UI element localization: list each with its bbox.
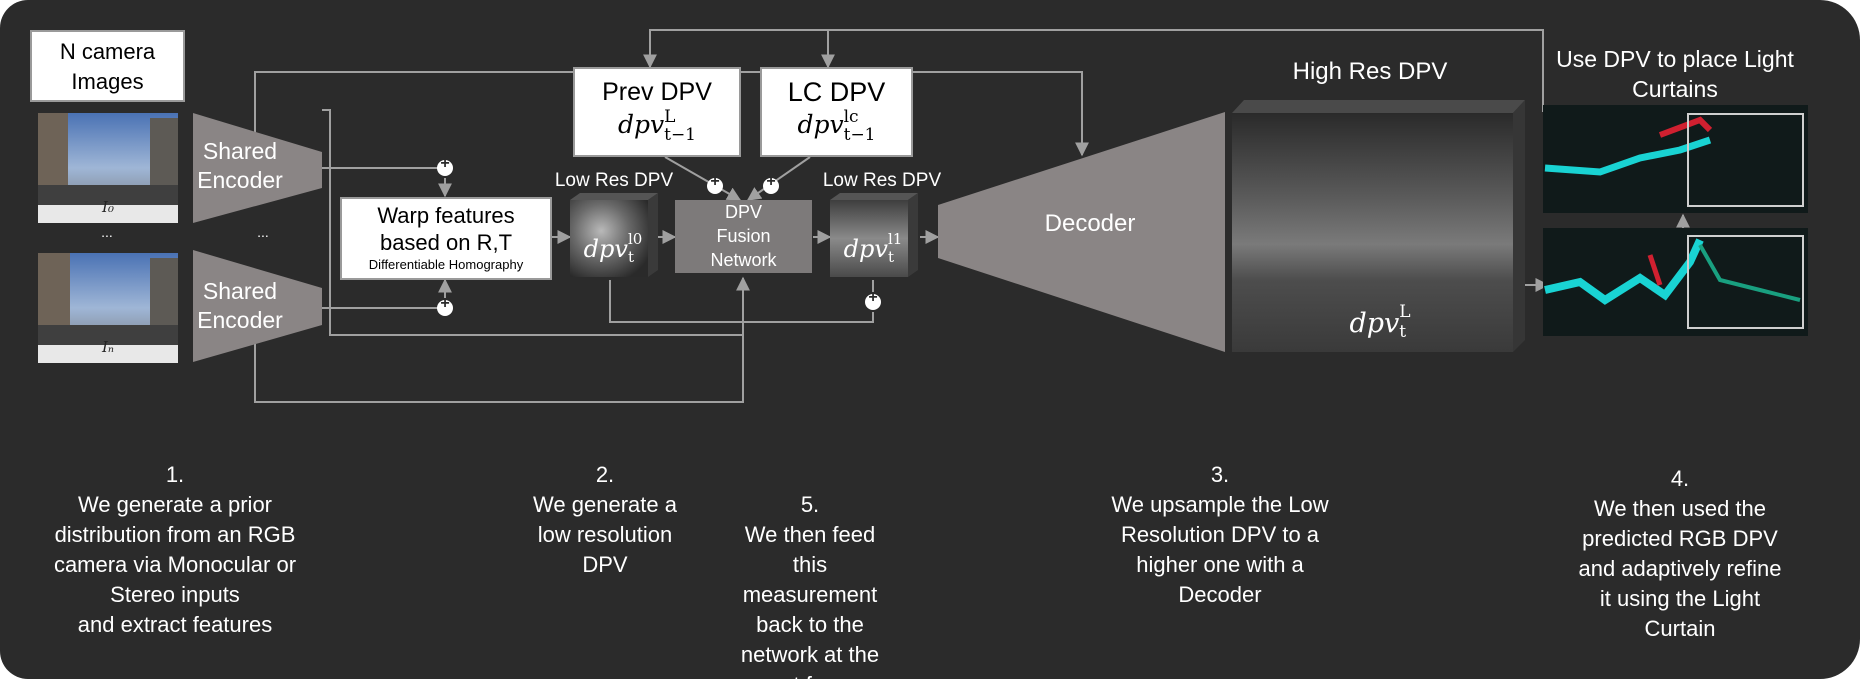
caption-step-3: 3. We upsample the Low Resolution DPV to… — [1111, 462, 1329, 607]
decoder-trapezoid — [938, 112, 1225, 352]
prev-dpv-title: Prev DPV — [602, 78, 712, 106]
caption-step-5: 5. We then feed this measurement back to… — [740, 492, 880, 679]
encoder-label-bottom: Shared Encoder — [197, 278, 283, 333]
camera-image-bottom — [38, 253, 178, 363]
caption-step-1: 1. We generate a prior distribution from… — [53, 462, 297, 637]
plus-sign-2: + — [440, 295, 450, 312]
encoder-top-to-plus — [322, 160, 446, 169]
plus-sign-3: + — [710, 173, 720, 190]
high-res-dpv-cube — [1232, 100, 1525, 352]
high-res-sup: L — [1399, 301, 1411, 322]
light-curtain-image-top — [1543, 105, 1808, 213]
caption-step-2: 2. We generate a low resolution DPV — [533, 462, 677, 577]
lc-dpv-title: LC DPV — [787, 77, 886, 107]
plus-sign-1: + — [440, 155, 450, 172]
camera-image-top — [38, 113, 178, 223]
lc-dpv-sub: t−1 — [843, 125, 876, 146]
frame-label-top: I₀ — [102, 198, 114, 216]
low-res-dpv-cube-1 — [570, 193, 658, 277]
low-res-2-sub: t — [887, 247, 894, 266]
frame-dots: ... — [101, 224, 113, 240]
low-res-label-1: Low Res DPV — [554, 170, 674, 191]
caption-step-4: 4. We then used the predicted RGB DPV an… — [1578, 466, 1782, 641]
lcdpv-to-fusion — [746, 156, 811, 201]
camera-images-box: N camera Images — [30, 30, 185, 102]
light-curtain-label: Use DPV to place Light Curtains — [1556, 46, 1794, 102]
high-res-base: dpv — [1349, 308, 1400, 339]
low-res-1-sub: t — [627, 247, 634, 266]
lc-dpv-sup: lc — [843, 107, 859, 128]
plus-sign-5: + — [868, 289, 878, 306]
shared-encoder-top — [193, 113, 322, 223]
low-res-1-sup: l0 — [627, 229, 643, 248]
feedback-line-top — [643, 29, 1544, 112]
fusion-label: DPV Fusion Network — [710, 202, 777, 270]
warp-line3: Differentiable Homography — [368, 257, 524, 272]
warp-features-box: Warp features based on R,T Differentiabl… — [340, 197, 552, 280]
shared-encoder-bottom — [193, 250, 322, 362]
prev-dpv-base: dpv — [617, 110, 665, 139]
light-curtain-image-bottom — [1543, 228, 1808, 336]
encoder-dots: ... — [257, 224, 269, 240]
camera-box-line2: Images — [71, 69, 144, 94]
warp-line1: Warp features — [377, 203, 515, 228]
plus-circles — [437, 160, 881, 316]
prevdpv-to-fusion — [664, 156, 742, 201]
lowres1-to-plus — [609, 280, 874, 323]
low-res-1-base: dpv — [583, 235, 628, 263]
low-res-dpv-cube-2 — [830, 193, 918, 277]
decoder-label: Decoder — [1044, 210, 1136, 237]
high-res-label: High Res DPV — [1292, 58, 1448, 85]
lc-dpv-base: dpv — [797, 110, 844, 139]
encoder-bottom-to-plus — [322, 307, 446, 312]
low-res-2-sup: l1 — [887, 229, 903, 248]
low-res-label-2: Low Res DPV — [822, 170, 942, 191]
prev-dpv-sup: L — [664, 107, 676, 128]
skip-line-encoder — [322, 109, 743, 336]
plus-sign-4: + — [766, 173, 776, 190]
encoder-label-top: Shared Encoder — [197, 138, 283, 193]
prev-dpv-sub: t−1 — [664, 125, 697, 146]
camera-box-line1: N camera — [59, 39, 156, 64]
dpv-fusion-box — [675, 200, 812, 273]
frame-label-bottom: Iₙ — [101, 338, 114, 356]
warp-line2: based on R,T — [379, 230, 513, 255]
high-res-sub: t — [1399, 321, 1407, 342]
low-res-2-base: dpv — [843, 235, 888, 263]
skip-line-bottom — [254, 276, 750, 403]
